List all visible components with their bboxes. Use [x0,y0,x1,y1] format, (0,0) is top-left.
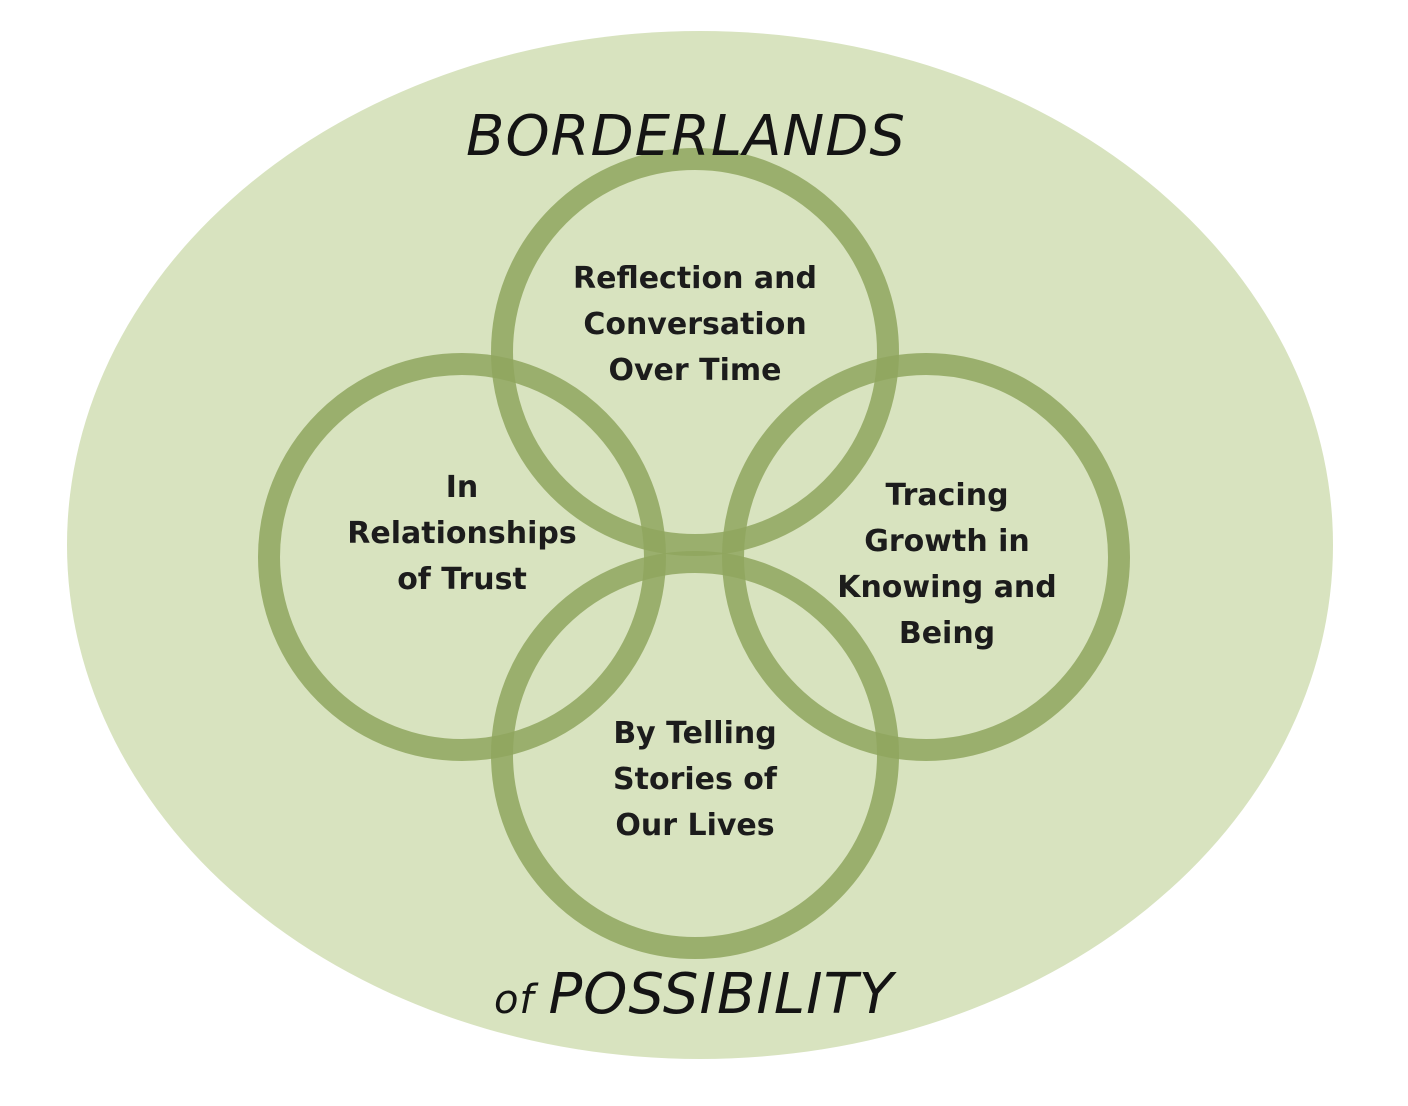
title-possibility: POSSIBILITY [548,962,895,1027]
label-line: Our Lives [615,808,775,843]
title-borderlands: BORDERLANDS [466,104,906,169]
label-line: Over Time [608,353,782,388]
label-line: Tracing [885,478,1009,513]
label-line: In [445,470,479,505]
label-line: Being [898,616,996,651]
label-line: Growth in [864,524,1030,559]
title-of-prefix: of [493,977,535,1023]
label-tracing-growth: Tracing Growth in Knowing and Being [797,473,1097,657]
label-line: of Trust [397,562,527,597]
label-line: Conversation [583,307,807,342]
ring-top [491,148,899,556]
title-of-possibility: of POSSIBILITY [8,962,1380,1027]
label-line: Knowing and [837,570,1057,605]
ring-bottom [491,551,899,959]
label-relationships-of-trust: In Relationships of Trust [312,465,612,603]
label-line: Reflection and [573,261,817,296]
label-line: By Telling [613,716,777,751]
label-line: Relationships [347,516,577,551]
label-reflection-and-conversation: Reflection and Conversation Over Time [545,256,845,394]
label-line: Stories of [613,762,777,797]
label-telling-stories: By Telling Stories of Our Lives [545,711,845,849]
